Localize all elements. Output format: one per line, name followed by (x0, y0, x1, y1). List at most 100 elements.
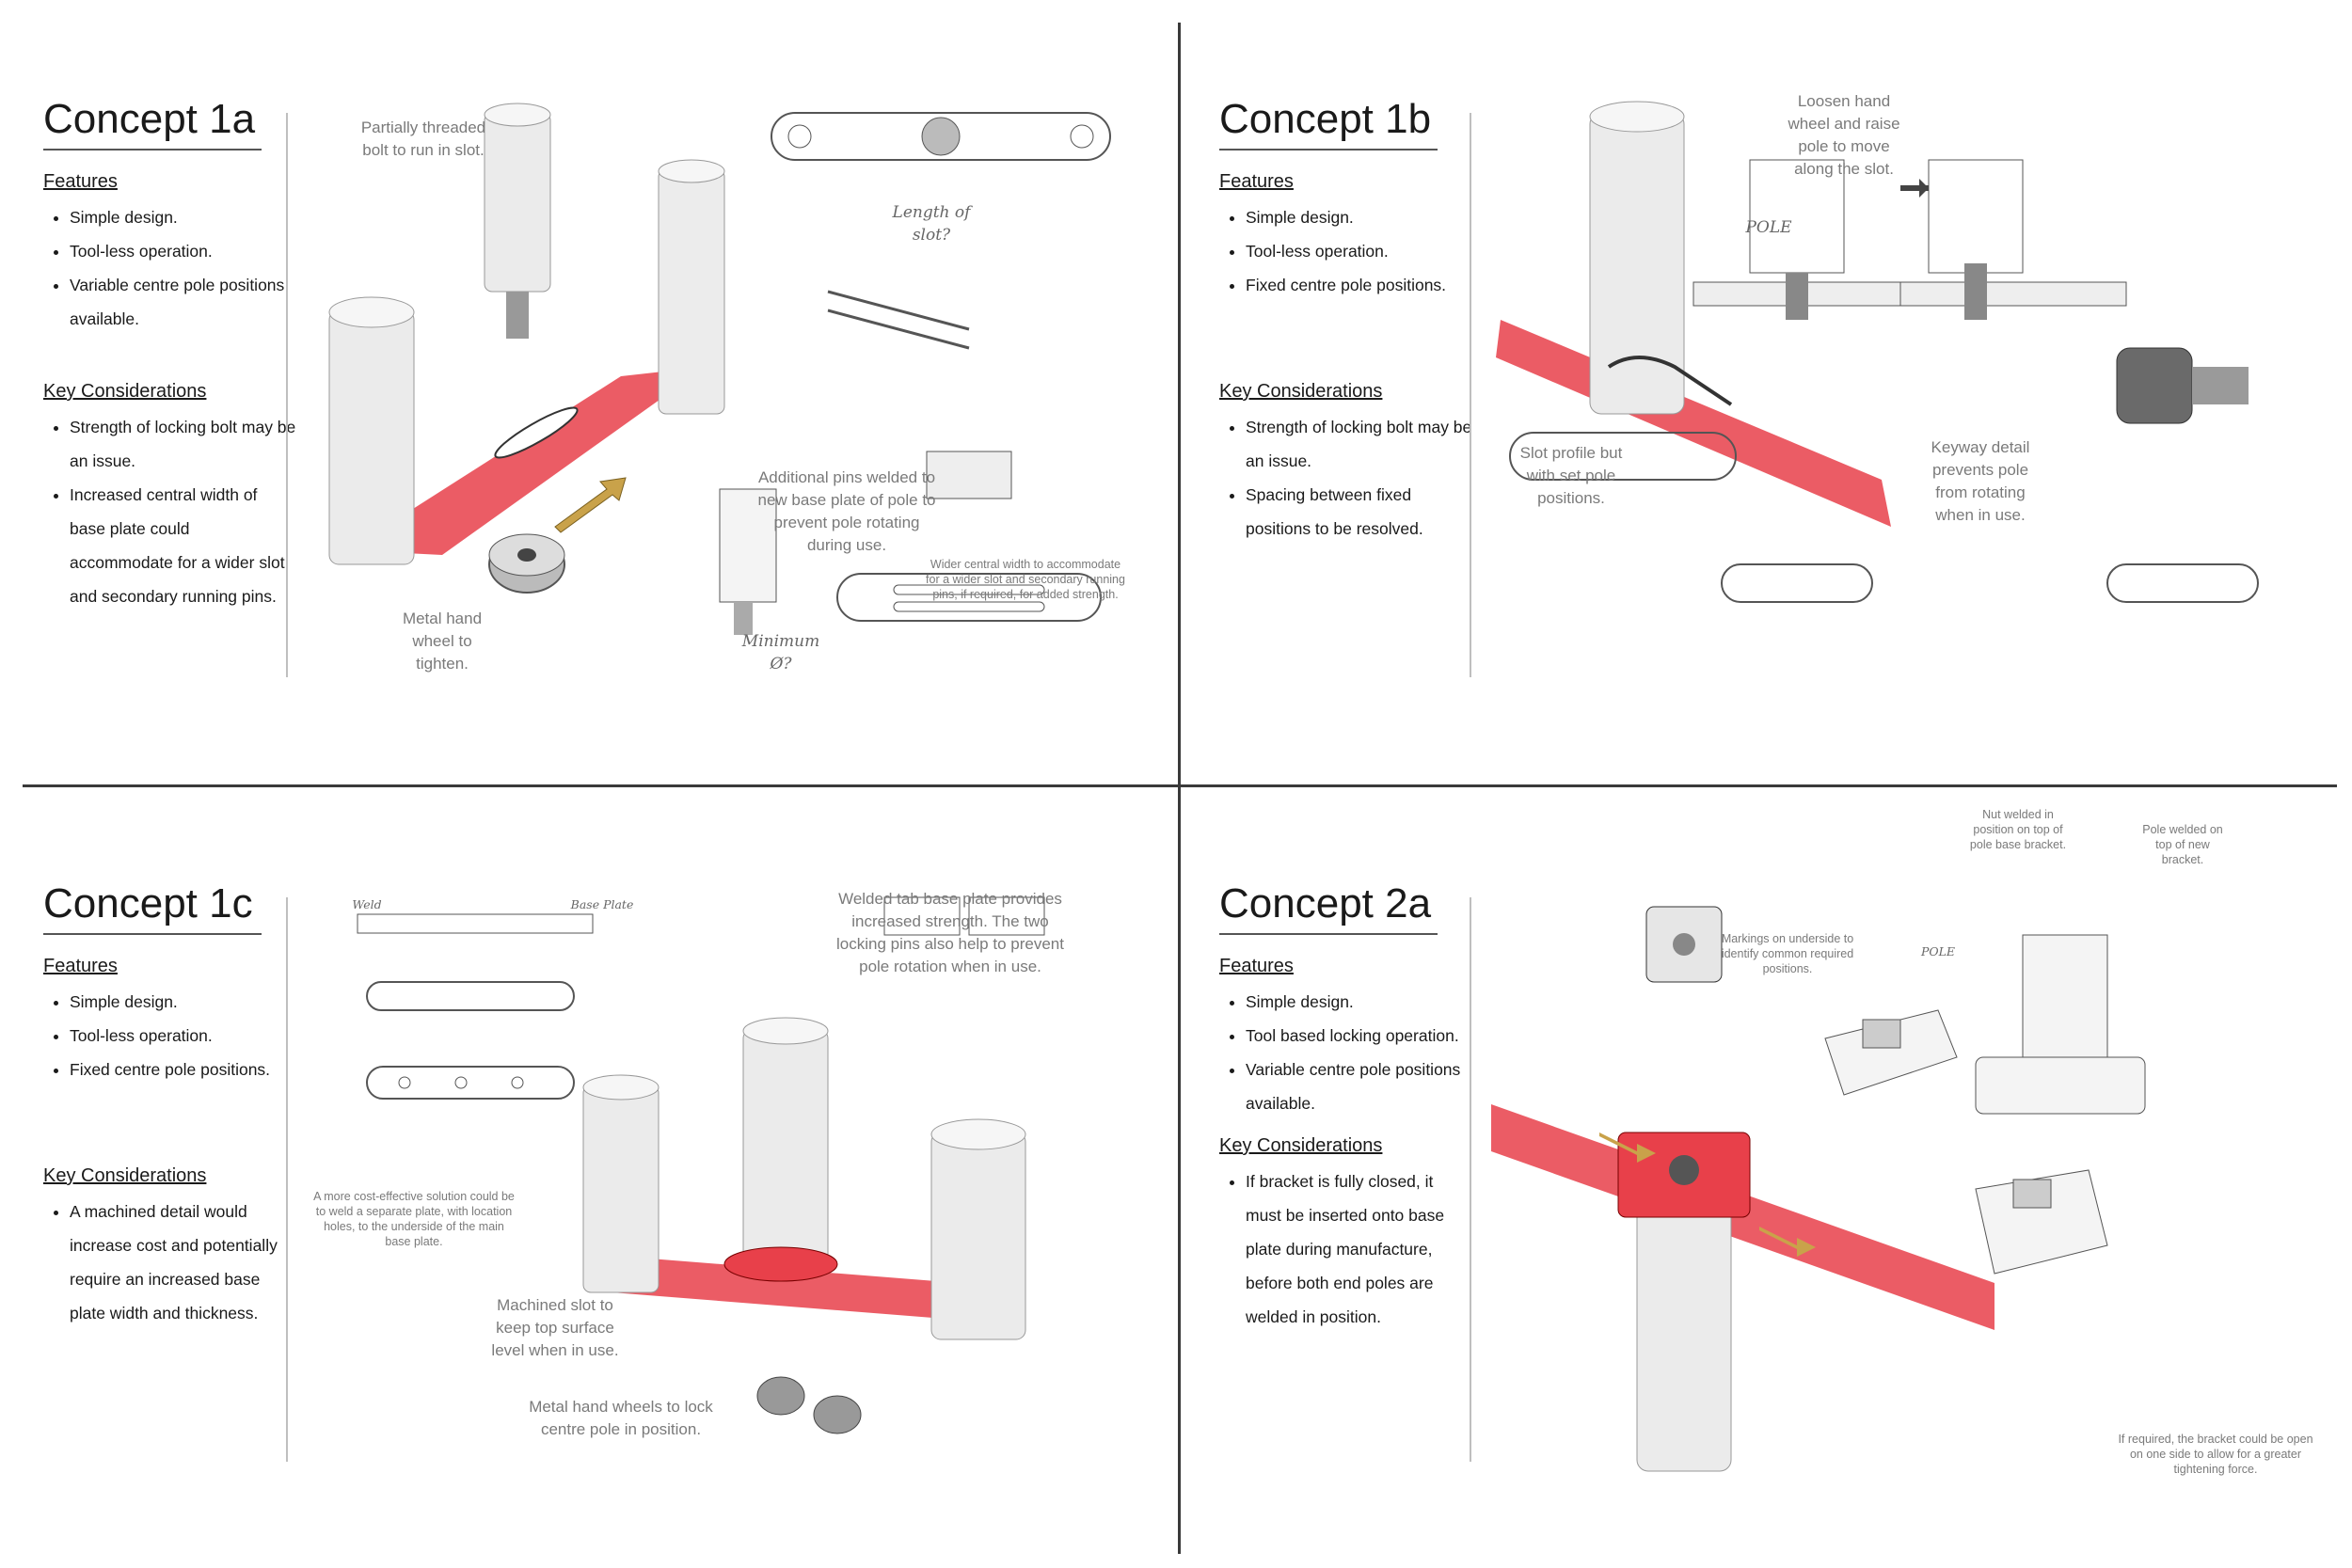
consideration-item: Spacing between fixed positions to be re… (1246, 478, 1473, 546)
annotation-pins: Additional pins welded to new base plate… (757, 468, 936, 554)
concept-2a-sketch (1491, 906, 2146, 1472)
annotation-keyway: Keyway detail prevents pole from rotatin… (1931, 438, 2030, 524)
annotation-nut: Nut welded in position on top of pole ba… (1969, 808, 2067, 851)
concept-title: Concept 2a (1219, 880, 1432, 927)
pole-diagram-right (1928, 159, 2024, 274)
concept-text-panel: Concept 1b Features Simple design. Tool-… (1219, 94, 1473, 546)
nut (1862, 1019, 1901, 1049)
concept-1c-sketch (357, 896, 1045, 1434)
bolt-pole (484, 112, 551, 293)
concept-title: Concept 1b (1219, 96, 1432, 142)
considerations-heading: Key Considerations (1219, 381, 1383, 402)
considerations-list: If bracket is fully closed, it must be i… (1219, 1164, 1473, 1334)
tab-section-left (883, 896, 961, 936)
title-underline (1219, 933, 1438, 935)
consideration-item: Increased central width of base plate co… (70, 478, 297, 613)
title-underline (43, 933, 262, 935)
features-heading: Features (43, 956, 118, 976)
title-underline (43, 149, 262, 150)
annotation-length: Length of slot? (892, 203, 971, 245)
hand-wheel (813, 1395, 862, 1434)
features-heading: Features (1219, 171, 1294, 192)
features-list: Simple design. Tool based locking operat… (1219, 985, 1473, 1120)
concept-1a-quadrant: Concept 1a Features Simple design. Tool-… (0, 0, 1176, 784)
concept-text-panel: Concept 1c Features Simple design. Tool-… (43, 879, 297, 1330)
horizontal-divider (23, 784, 2337, 787)
double-arrow (554, 477, 627, 533)
pole-label: POLE (1745, 218, 1792, 237)
concept-2a-quadrant: Concept 2a Features Simple design. Tool … (1176, 784, 2352, 1568)
feature-item: Variable centre pole positions available… (1246, 1053, 1473, 1120)
annotation-wheels: Metal hand wheels to lock centre pole in… (529, 1398, 713, 1438)
annotation-welded: Welded tab base plate provides increased… (836, 890, 1064, 975)
plate-top-view (771, 112, 1111, 161)
consideration-item: A machined detail would increase cost an… (70, 1195, 297, 1330)
annotation-pole-welded: Pole welded on top of new bracket. (2142, 823, 2223, 866)
annotation-wheel: Metal hand wheel to tighten. (402, 610, 483, 673)
considerations-heading: Key Considerations (1219, 1135, 1383, 1156)
concept-text-panel: Concept 1a Features Simple design. Tool-… (43, 94, 297, 613)
concept-title: Concept 1a (43, 96, 256, 142)
pole-label: POLE (1920, 944, 1956, 958)
annotation-markings: Markings on underside to identify common… (1721, 932, 1854, 975)
left-arrow (1599, 1132, 1656, 1163)
feature-item: Fixed centre pole positions. (70, 1053, 297, 1086)
right-arrow (1759, 1227, 1816, 1257)
pole-side-view (719, 488, 777, 603)
column-rule (1470, 113, 1471, 677)
annotation-wider: Wider central width to accommodate for a… (926, 558, 1125, 601)
concept-text-panel: Concept 2a Features Simple design. Tool … (1219, 879, 1473, 1334)
features-heading: Features (43, 171, 118, 192)
feature-item: Fixed centre pole positions. (1246, 268, 1473, 302)
base-plate-section (357, 913, 594, 934)
feature-item: Simple design. (1246, 985, 1473, 1019)
plate-with-holes (366, 1066, 575, 1100)
label-base-plate: Base Plate (570, 897, 634, 911)
slot-detail (366, 981, 575, 1011)
concept-1b-quadrant: Concept 1b Features Simple design. Tool-… (1176, 0, 2352, 784)
annotation-minimum: Minimum Ø? (741, 632, 820, 673)
feature-item: Simple design. (70, 985, 297, 1019)
slot-profile (1509, 432, 1737, 481)
keyway-knob (2116, 347, 2193, 424)
annotation-bracket: If required, the bracket could be open o… (2118, 1433, 2313, 1476)
column-rule (286, 113, 288, 677)
threaded-bolt (506, 292, 529, 339)
plate-wide-view (836, 573, 1102, 622)
label-weld: Weld (352, 897, 382, 911)
consideration-item: If bracket is fully closed, it must be i… (1246, 1164, 1473, 1334)
column-rule (1470, 897, 1471, 1462)
annotation-loosen: Loosen hand wheel and raise pole to move… (1788, 92, 1900, 178)
slot (494, 406, 579, 459)
right-pole (930, 1132, 1026, 1340)
feature-item: Simple design. (70, 200, 297, 234)
left-pole (582, 1085, 660, 1293)
concept-title: Concept 1c (43, 880, 253, 927)
base-plate (348, 367, 706, 555)
consideration-item: Strength of locking bolt may be an issue… (1246, 410, 1473, 478)
annotation-machined: Machined slot to keep top surface level … (491, 1296, 619, 1359)
annotation-cost: A more cost-effective solution could be … (313, 1190, 515, 1248)
vertical-divider (1178, 23, 1181, 1554)
annotation-slot: Slot profile but with set pole positions… (1519, 444, 1623, 507)
considerations-list: Strength of locking bolt may be an issue… (43, 410, 297, 613)
section-detail (926, 451, 1012, 499)
considerations-list: A machined detail would increase cost an… (43, 1195, 297, 1330)
consideration-item: Strength of locking bolt may be an issue… (70, 410, 297, 478)
concept-1b-sketch (1496, 101, 2259, 603)
feature-item: Variable centre pole positions available… (70, 268, 297, 336)
considerations-heading: Key Considerations (43, 1165, 207, 1186)
features-list: Simple design. Tool-less operation. Fixe… (1219, 200, 1473, 302)
open-bracket (1975, 1169, 2108, 1275)
considerations-list: Strength of locking bolt may be an issue… (1219, 410, 1473, 546)
base-plate (602, 1255, 969, 1321)
left-pole (328, 309, 415, 565)
centre-pole (1589, 112, 1685, 415)
feature-item: Tool-less operation. (1246, 234, 1473, 268)
concept-1c-quadrant: Concept 1c Features Simple design. Tool-… (0, 784, 1176, 1568)
features-list: Simple design. Tool-less operation. Fixe… (43, 985, 297, 1086)
feature-item: Tool based locking operation. (1246, 1019, 1473, 1053)
features-list: Simple design. Tool-less operation. Vari… (43, 200, 297, 336)
feature-item: Tool-less operation. (70, 234, 297, 268)
welded-tab (723, 1246, 838, 1282)
